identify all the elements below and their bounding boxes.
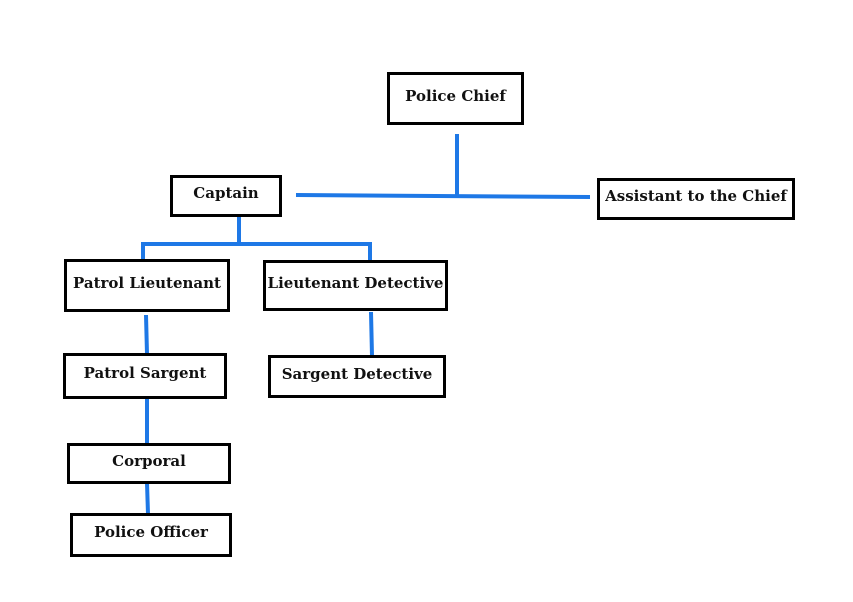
node-label: Police Officer [94,523,208,541]
node-label: Sargent Detective [281,364,433,383]
node-label: Patrol Sargent [83,364,207,382]
node-captain: Captain [170,175,282,217]
node-label: Patrol Lieutenant [73,273,221,292]
node-label: Corporal [112,451,186,470]
connector-patrol-lieutenant-to-sargent [144,314,149,355]
node-assistant-to-the-chief: Assistant to the Chief [597,178,795,220]
node-police-officer: Police Officer [70,513,232,557]
node-police-chief: Police Chief [387,72,524,125]
node-label: Assistant to the Chief [605,187,787,205]
node-label: Lieutenant Detective [267,273,444,292]
connector-lieutenant-detective-to-sargent [369,311,374,357]
node-patrol-lieutenant: Patrol Lieutenant [64,259,230,312]
connector-corporal-to-officer [145,482,150,515]
node-sargent-detective: Sargent Detective [268,355,446,398]
node-label: Captain [193,184,259,202]
node-label: Police Chief [405,86,506,105]
node-patrol-sargent: Patrol Sargent [63,353,227,399]
node-lieutenant-detective: Lieutenant Detective [263,260,448,311]
node-corporal: Corporal [67,443,231,484]
connector-chief-branch [295,193,591,199]
